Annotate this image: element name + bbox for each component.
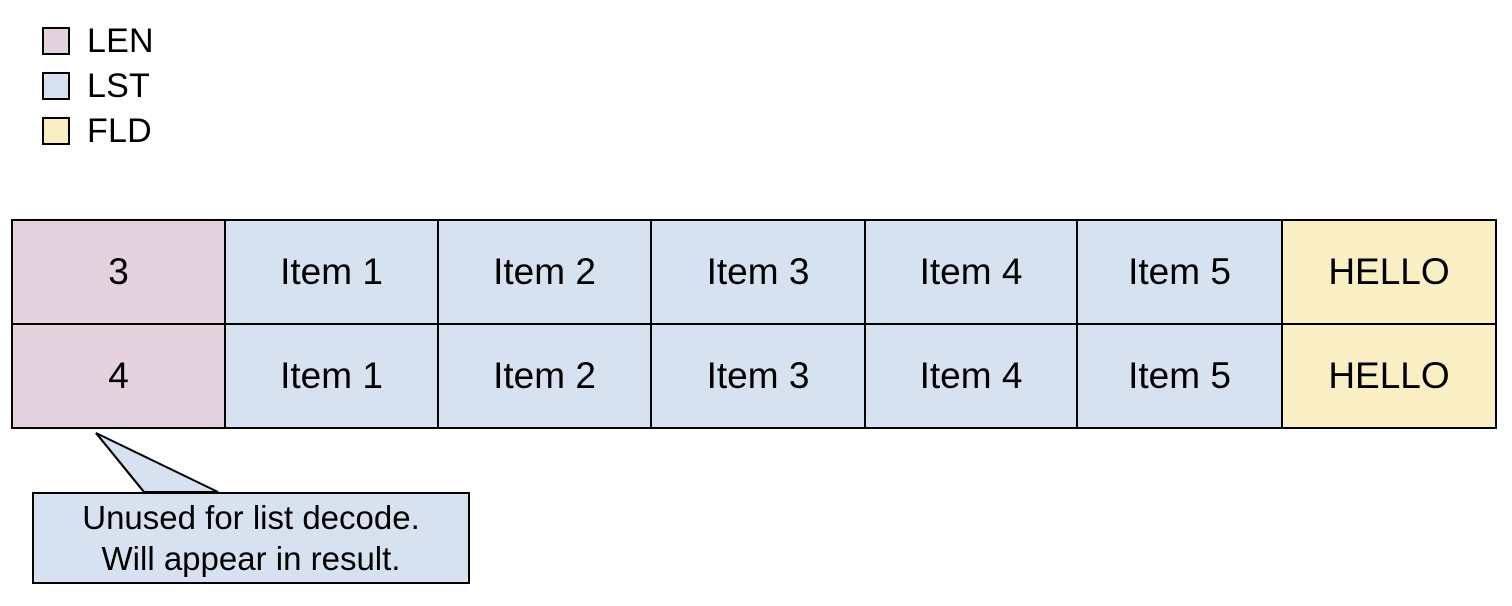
color-swatch-icon-len (42, 26, 70, 55)
legend: LEN LST FLD (42, 18, 342, 153)
cell-lst-row0-item5: Item 5 (1076, 219, 1283, 325)
callout-text-line-1: Unused for list decode. (82, 499, 420, 536)
legend-item-len: LEN (42, 18, 342, 63)
cell-fld-row0: HELLO (1281, 219, 1497, 325)
cell-len-row1: 4 (11, 323, 226, 429)
cell-lst-row0-item4: Item 4 (864, 219, 1078, 325)
callout-annotation: Unused for list decode. Will appear in r… (0, 425, 520, 600)
cell-lst-row1-item5: Item 5 (1076, 323, 1283, 429)
legend-label-len: LEN (87, 21, 154, 60)
table-row: 3 Item 1 Item 2 Item 3 Item 4 Item 5 HEL… (11, 219, 1497, 325)
callout-text-line-2: Will appear in result. (101, 540, 401, 577)
table-row: 4 Item 1 Item 2 Item 3 Item 4 Item 5 HEL… (11, 323, 1497, 429)
cell-lst-row1-item1: Item 1 (224, 323, 439, 429)
legend-item-fld: FLD (42, 108, 342, 153)
cell-lst-row1-item2: Item 2 (437, 323, 652, 429)
cell-lst-row1-item3: Item 3 (650, 323, 866, 429)
cell-len-row0: 3 (11, 219, 226, 325)
packet-layout-table: 3 Item 1 Item 2 Item 3 Item 4 Item 5 HEL… (11, 219, 1497, 429)
cell-fld-row1: HELLO (1281, 323, 1497, 429)
cell-lst-row0-item2: Item 2 (437, 219, 652, 325)
cell-lst-row0-item1: Item 1 (224, 219, 439, 325)
cell-lst-row1-item4: Item 4 (864, 323, 1078, 429)
legend-label-lst: LST (87, 66, 150, 105)
callout-box: Unused for list decode. Will appear in r… (32, 492, 470, 584)
color-swatch-icon-lst (42, 71, 70, 100)
color-swatch-icon-fld (42, 116, 70, 145)
cell-lst-row0-item3: Item 3 (650, 219, 866, 325)
callout-tail-shape (95, 432, 219, 493)
legend-label-fld: FLD (87, 111, 152, 150)
callout-tail-edge (95, 432, 145, 493)
legend-item-lst: LST (42, 63, 342, 108)
